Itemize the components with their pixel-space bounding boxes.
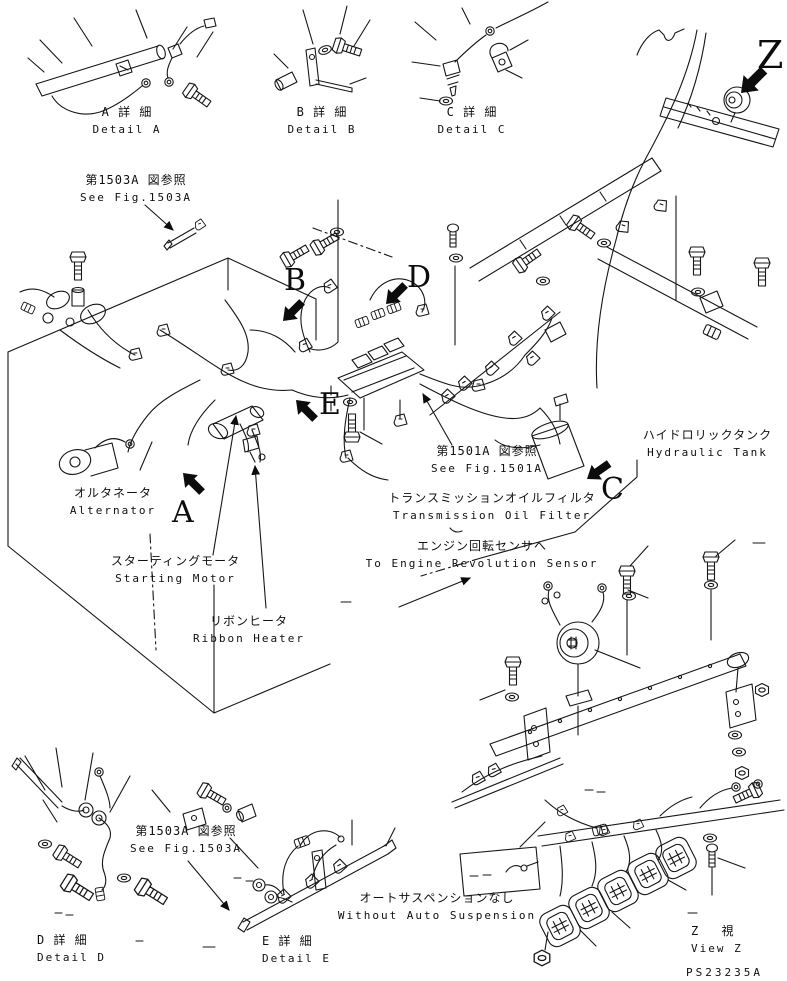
engine-revolution-sensor-jp: エンジン回転センサへ	[416, 539, 547, 553]
see-fig-1503a-bottom-jp: 第1503A 図参照	[135, 824, 237, 838]
detail-e-art	[229, 819, 397, 933]
label-starting-motor: スターティングモータ Starting Motor	[98, 553, 253, 587]
label-alternator: オルタネータ Alternator	[38, 485, 188, 519]
label-detail-a-en: Detail A	[92, 123, 162, 136]
callout-letter-c: C	[601, 472, 624, 507]
label-detail-a-jp: A 詳 細	[101, 105, 153, 119]
callout-arrows	[183, 66, 768, 495]
starting-motor-jp: スターティングモータ	[110, 554, 241, 568]
tick-marks	[54, 542, 766, 948]
label-view-z: Z 視 View Z	[691, 923, 787, 957]
detail-b-art	[273, 5, 371, 93]
see-fig-1503a-top-jp: 第1503A 図参照	[85, 173, 187, 187]
label-detail-c: C 詳 細 Detail C	[402, 104, 542, 138]
callout-arrow-d	[386, 282, 408, 304]
label-without-auto-suspension: オートサスペンションなし Without Auto Suspension	[332, 890, 542, 924]
part-number: PS23235A	[686, 966, 763, 979]
starting-motor-en: Starting Motor	[115, 572, 236, 585]
see-fig-1503a-bottom-en: See Fig.1503A	[129, 842, 243, 855]
label-see-fig-1501a: 第1501A 図参照 See Fig.1501A	[417, 443, 557, 477]
see-fig-1501a-jp: 第1501A 図参照	[436, 444, 538, 458]
main-harness-art	[7, 199, 638, 714]
callout-arrow-b	[283, 299, 305, 321]
label-see-fig-1503a-bottom: 第1503A 図参照 See Fig.1503A	[116, 823, 256, 857]
label-hydraulic-tank: ハイドロリックタンク Hydraulic Tank	[635, 427, 780, 461]
callout-letter-d: D	[407, 260, 432, 295]
engine-revolution-sensor-en: To Engine Revolution Sensor	[365, 557, 599, 570]
callout-letter-e: E	[319, 387, 341, 422]
alternator-en: Alternator	[69, 504, 157, 517]
label-detail-e-en: Detail E	[262, 952, 331, 965]
detail-d-art	[11, 747, 257, 910]
label-detail-d-jp: D 詳 細	[37, 933, 88, 947]
label-detail-d-en: Detail D	[37, 951, 106, 964]
machine-frame-art	[469, 28, 780, 389]
hydraulic-tank-en: Hydraulic Tank	[647, 446, 768, 459]
label-detail-b-jp: B 詳 細	[296, 105, 348, 119]
without-auto-suspension-en: Without Auto Suspension	[337, 909, 537, 922]
label-ribbon-heater: リボンヒータ Ribbon Heater	[178, 613, 320, 647]
view-z-jp: Z 視	[691, 924, 735, 938]
label-detail-d: D 詳 細 Detail D	[37, 932, 167, 966]
label-detail-b: B 詳 細 Detail B	[252, 104, 392, 138]
see-fig-1503a-top-en: See Fig.1503A	[79, 191, 193, 204]
view-z-art	[459, 782, 785, 967]
ribbon-heater-en: Ribbon Heater	[192, 632, 306, 645]
without-auto-suspension-jp: オートサスペンションなし	[359, 891, 515, 905]
callout-letter-z: Z	[757, 33, 784, 77]
callout-letter-b: B	[284, 263, 307, 298]
view-z-en: View Z	[691, 942, 743, 955]
leader-arrows	[144, 204, 472, 911]
label-transmission-oil-filter: トランスミッションオイルフィルタ Transmission Oil Filter	[388, 490, 596, 524]
hydraulic-tank-jp: ハイドロリックタンク	[642, 428, 773, 442]
callout-arrow-z	[741, 66, 768, 93]
detail-a-art	[27, 9, 217, 115]
label-detail-e-jp: E 詳 細	[262, 934, 313, 948]
label-see-fig-1503a-top: 第1503A 図参照 See Fig.1503A	[66, 172, 206, 206]
detail-c-art	[411, 1, 549, 106]
callout-arrow-e	[296, 400, 318, 422]
bracket-assembly-art	[451, 539, 770, 809]
callout-arrow-c	[587, 460, 612, 480]
label-detail-a: A 詳 細 Detail A	[57, 104, 197, 138]
label-engine-revolution-sensor: エンジン回転センサへ To Engine Revolution Sensor	[363, 538, 601, 572]
alternator-jp: オルタネータ	[73, 486, 152, 500]
callout-letter-a: A	[172, 495, 194, 530]
label-detail-e: E 詳 細 Detail E	[262, 933, 392, 967]
transmission-oil-filter-en: Transmission Oil Filter	[392, 509, 592, 522]
transmission-oil-filter-jp: トランスミッションオイルフィルタ	[388, 491, 596, 505]
label-detail-b-en: Detail B	[287, 123, 357, 136]
ribbon-heater-jp: リボンヒータ	[209, 614, 288, 628]
label-detail-c-en: Detail C	[437, 123, 507, 136]
see-fig-1501a-en: See Fig.1501A	[430, 462, 544, 475]
chain-lines	[149, 227, 482, 651]
label-detail-c-jp: C 詳 細	[446, 105, 498, 119]
callout-arrow-a	[183, 473, 205, 495]
